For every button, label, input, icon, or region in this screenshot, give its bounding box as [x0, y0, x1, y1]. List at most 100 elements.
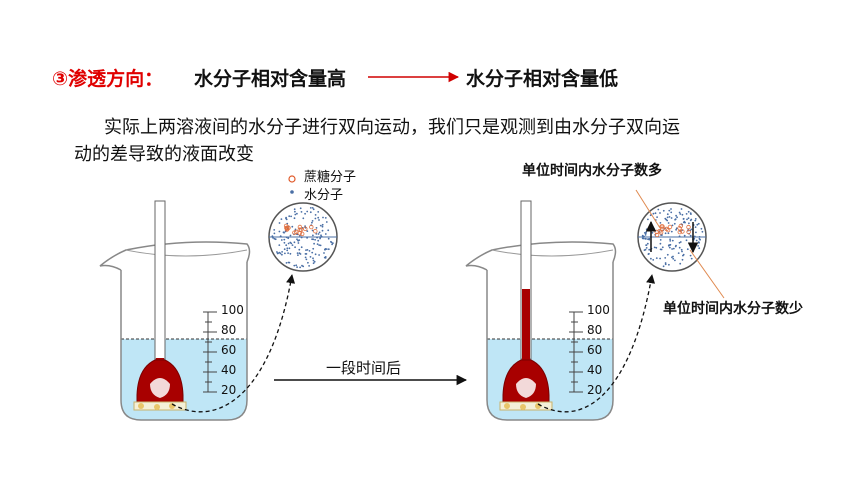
water-molecule	[679, 213, 682, 215]
water-molecule	[311, 251, 314, 254]
water-molecule	[305, 249, 307, 252]
water-molecule	[280, 239, 283, 241]
water-molecule	[297, 254, 299, 256]
water-molecule	[321, 229, 324, 232]
sucrose-molecule	[309, 224, 314, 230]
water-molecule	[278, 244, 281, 247]
water-molecule	[285, 244, 288, 247]
sucrose-molecule	[654, 232, 660, 238]
water-molecule	[311, 207, 314, 209]
water-molecule	[688, 222, 690, 225]
water-molecule	[287, 237, 290, 240]
water-molecule	[668, 209, 671, 212]
water-molecule	[645, 231, 647, 234]
water-molecule	[645, 228, 648, 231]
water-molecule	[317, 233, 320, 235]
water-molecule	[697, 222, 700, 225]
water-molecule	[690, 228, 693, 231]
water-molecule	[306, 210, 309, 213]
water-molecule	[286, 249, 289, 252]
water-molecule	[653, 246, 656, 249]
water-molecule	[647, 218, 649, 221]
water-molecule	[689, 254, 692, 257]
water-molecule	[674, 218, 676, 221]
water-molecule	[300, 211, 303, 213]
water-molecule	[293, 208, 296, 211]
sucrose-molecule	[300, 231, 305, 237]
heading-label: ③渗透方向：	[52, 68, 164, 90]
water-molecule	[678, 241, 681, 244]
water-molecule	[667, 244, 670, 247]
beaker-left	[99, 200, 296, 421]
water-molecule	[664, 232, 667, 235]
water-molecule	[313, 242, 315, 245]
water-molecule	[678, 246, 681, 249]
water-molecule	[653, 228, 655, 230]
water-molecule	[664, 263, 667, 266]
water-molecule	[669, 238, 671, 241]
water-molecule	[694, 218, 697, 220]
scale-left-80: 80	[221, 323, 237, 337]
annotation-more: 单位时间内水分子数多	[522, 163, 662, 179]
heading-from: 水分子相对含量高	[194, 68, 347, 90]
water-molecule	[673, 222, 676, 225]
water-molecule	[681, 213, 684, 216]
water-molecule	[678, 211, 681, 214]
water-molecule	[281, 253, 283, 256]
water-molecule	[318, 254, 320, 256]
sucrose-molecule	[657, 228, 662, 234]
water-molecule	[306, 237, 308, 239]
water-molecule	[689, 234, 692, 237]
water-molecule	[281, 251, 283, 253]
water-molecule	[667, 232, 670, 235]
sucrose-molecule	[677, 229, 682, 235]
water-molecule	[664, 262, 667, 264]
heading-to: 水分子相对含量低	[466, 68, 619, 90]
sucrose-legend-icon	[288, 175, 296, 183]
water-molecule	[279, 252, 282, 255]
water-molecule	[288, 215, 291, 218]
water-molecule	[682, 254, 684, 257]
water-molecule	[666, 213, 669, 216]
water-molecule	[278, 230, 281, 233]
water-molecule	[698, 236, 701, 238]
water-molecule	[312, 234, 314, 237]
scale-left-100: 100	[221, 303, 244, 317]
water-molecule	[320, 234, 322, 237]
osmosis-direction-heading: ③渗透方向： 水分子相对含量高 水分子相对含量低	[52, 64, 618, 91]
scale-right-100: 100	[587, 303, 610, 317]
water-molecule	[324, 256, 327, 259]
water-molecule	[659, 248, 662, 251]
water-molecule	[299, 207, 302, 210]
water-molecule	[299, 266, 301, 269]
water-molecule	[314, 238, 316, 241]
water-molecule	[662, 265, 665, 268]
water-molecule	[293, 217, 296, 220]
water-molecule	[322, 216, 324, 219]
water-molecule	[302, 217, 305, 220]
water-molecule	[675, 244, 677, 247]
water-molecule	[643, 249, 646, 252]
water-molecule	[273, 232, 276, 235]
water-molecule	[686, 218, 688, 221]
water-molecule	[280, 218, 283, 221]
water-molecule	[644, 234, 647, 236]
water-molecule	[670, 208, 672, 210]
water-molecule	[311, 221, 313, 224]
water-molecule	[317, 211, 320, 213]
sucrose-molecule	[297, 224, 303, 230]
water-molecule	[654, 212, 657, 215]
water-molecule	[683, 220, 686, 223]
legend-sucrose: 蔗糖分子	[304, 170, 357, 185]
water-molecule	[318, 244, 321, 247]
leader-line-less	[689, 249, 725, 299]
water-molecule	[681, 258, 684, 261]
scale-right	[569, 311, 583, 393]
sucrose-molecule	[678, 223, 683, 229]
water-molecule	[659, 242, 662, 245]
sucrose-molecule	[297, 230, 302, 236]
water-molecule	[651, 231, 654, 234]
water-molecule	[300, 246, 303, 249]
sucrose-molecule	[293, 229, 299, 235]
